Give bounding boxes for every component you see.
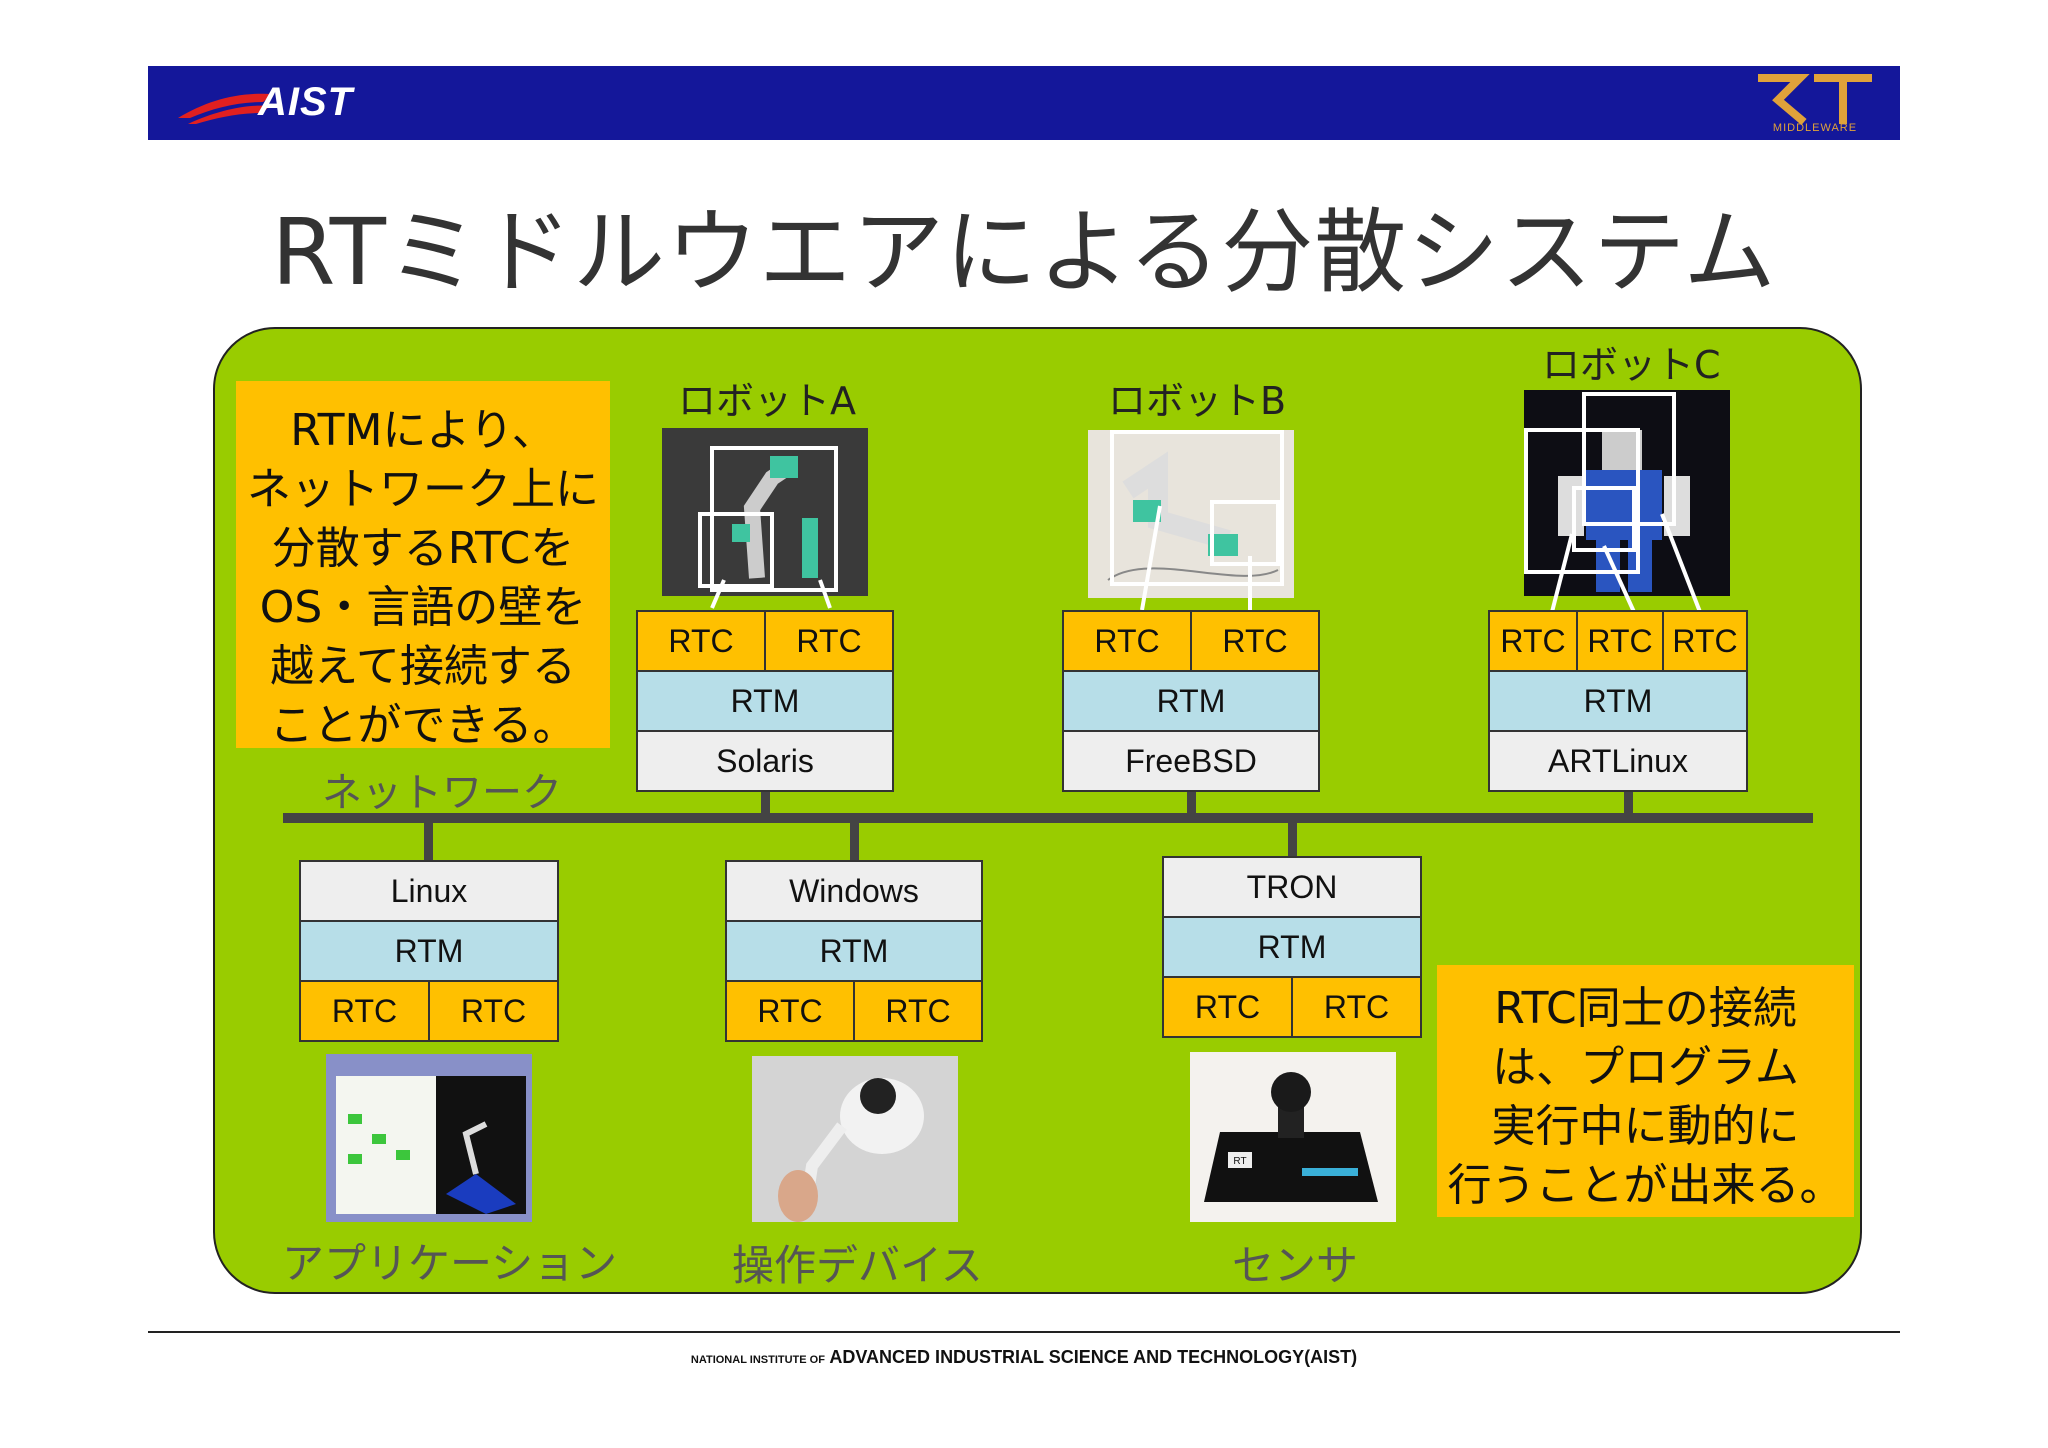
robot-b-label: ロボットB [1108,379,1287,423]
note-line: 分散するRTCを [271,523,575,574]
note-line: 越えて接続する [270,641,576,692]
robot-a-rtc: RTC [636,610,766,672]
operation-device-photo [752,1056,958,1222]
tron-rtc: RTC [1291,976,1422,1038]
robot-c-label: ロボットC [1542,343,1721,387]
note-line: RTC同士の接続 [1494,983,1797,1034]
aist-logo-text: AIST [258,80,354,124]
note-line: ことができる。 [269,700,577,751]
application-photo [326,1054,532,1222]
robot-b-rtc: RTC [1062,610,1192,672]
robot-c-rtm: RTM [1488,670,1748,732]
robot-b-photo [1088,430,1294,598]
tron-rtc: RTC [1162,976,1293,1038]
robot-b-rtc: RTC [1190,610,1320,672]
robot-a-label: ロボットA [678,379,856,423]
robot-b-selection-boxes [1110,430,1284,611]
robot-c-os: ARTLinux [1488,730,1748,792]
robot-c-rtc: RTC [1488,610,1578,672]
robot-c-selection-boxes [1524,392,1702,613]
linux-rtm: RTM [299,920,559,982]
application-label: アプリケーション [282,1239,618,1288]
footer: NATIONAL INSTITUTE OF ADVANCED INDUSTRIA… [148,1347,1900,1368]
footer-suffix: (AIST) [1304,1347,1358,1367]
windows-rtm: RTM [725,920,983,982]
robot-a-rtc: RTC [764,610,894,672]
note-line: 行うことが出来る。 [1447,1160,1844,1211]
robot-b-os: FreeBSD [1062,730,1320,792]
note-line: 実行中に動的に [1491,1101,1800,1152]
network-label: ネットワーク [322,770,562,816]
note-line: OS・言語の壁を [259,582,587,633]
windows-os: Windows [725,860,983,922]
sensor-photo: RT [1190,1052,1396,1222]
robot-a-os: Solaris [636,730,894,792]
note-line: は、プログラム [1492,1042,1799,1093]
sensor-rt-logo: RT [1233,1156,1246,1167]
note-rtm-description: RTMにより、 ネットワーク上に 分散するRTCを OS・言語の壁を 越えて接続… [236,381,610,751]
tron-os: TRON [1162,856,1422,918]
robot-c-rtc: RTC [1662,610,1748,672]
rt-middleware-logo-icon [1758,74,1872,126]
footer-rule [148,1331,1900,1333]
page-title: RTミドルウエアによる分散システム [271,199,1777,306]
windows-rtc: RTC [853,980,983,1042]
robot-a-selection-boxes [698,446,838,609]
linux-rtc: RTC [428,980,559,1042]
robot-b-rtm: RTM [1062,670,1320,732]
robot-c-photo [1524,390,1730,596]
aist-logo-icon [178,93,273,124]
operation-device-label: 操作デバイス [732,1241,983,1290]
windows-rtc: RTC [725,980,855,1042]
robot-c-rtc: RTC [1576,610,1664,672]
tron-rtm: RTM [1162,916,1422,978]
header-bar [148,66,1900,140]
note-line: RTMにより、 [290,405,556,456]
rt-logo-subtext: MIDDLEWARE [1772,122,1858,134]
note-line: ネットワーク上に [247,464,599,515]
footer-prefix: NATIONAL INSTITUTE OF [690,1354,825,1366]
sensor-label: センサ [1232,1241,1359,1290]
linux-os: Linux [299,860,559,922]
robot-a-rtm: RTM [636,670,894,732]
footer-main: ADVANCED INDUSTRIAL SCIENCE AND TECHNOLO… [829,1347,1305,1367]
note-rtc-connection: RTC同士の接続 は、プログラム 実行中に動的に 行うことが出来る。 [1437,965,1854,1217]
linux-rtc: RTC [299,980,430,1042]
